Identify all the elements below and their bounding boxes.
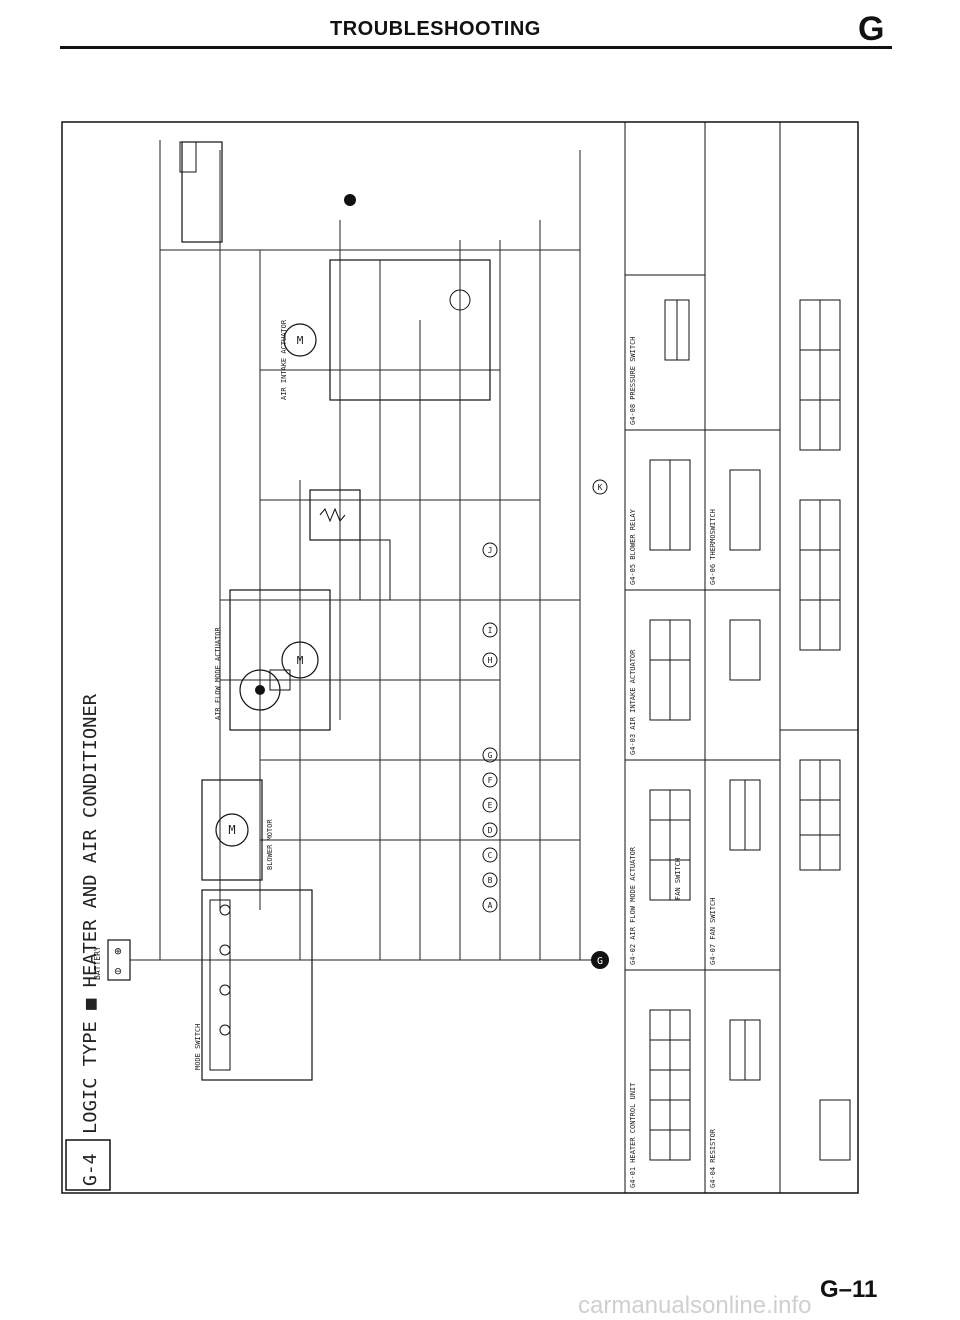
connector-labels: G4-01 HEATER CONTROL UNIT G4-02 AIR FLOW… xyxy=(629,336,717,1188)
page-number: G–11 xyxy=(820,1276,878,1303)
section-id: G-4 xyxy=(80,1153,101,1186)
diagram-title: LOGIC TYPE ■ HEATER AND AIR CONDITIONER xyxy=(80,694,101,1134)
blower-motor: M BLOWER MOTOR xyxy=(201,779,274,881)
connector-label: G4-01 HEATER CONTROL UNIT xyxy=(629,1082,637,1188)
ground-terminal xyxy=(592,479,608,495)
svg-text:I: I xyxy=(488,626,493,635)
connector-table xyxy=(624,122,858,1193)
page-title: TROUBLESHOOTING xyxy=(330,18,541,40)
connector-label: G4-07 FAN SWITCH xyxy=(709,898,717,965)
svg-text:B: B xyxy=(488,876,493,885)
fan-switch-label: FAN SWITCH xyxy=(674,858,682,900)
svg-text:C: C xyxy=(488,851,493,860)
svg-text:E: E xyxy=(488,801,493,810)
battery-plus-icon: ⊕ xyxy=(114,944,121,958)
air-intake-actuator: M AIR INTAKE ACTUATOR xyxy=(280,259,491,401)
connector-label: G4-04 RESISTOR xyxy=(709,1128,717,1188)
battery-minus-icon: ⊖ xyxy=(114,964,121,978)
wire-bundle xyxy=(130,140,600,961)
svg-text:H: H xyxy=(488,656,493,665)
terminal-letters: A B C D E F G H I J K xyxy=(488,483,603,910)
svg-text:M: M xyxy=(228,823,235,837)
svg-text:K: K xyxy=(598,483,603,492)
header-rule xyxy=(60,46,892,49)
svg-text:G: G xyxy=(597,956,603,967)
intake-actuator-label: AIR INTAKE ACTUATOR xyxy=(280,319,288,400)
connector-label: G4-02 AIR FLOW MODE ACTUATOR xyxy=(629,846,637,965)
section-letter: G xyxy=(858,10,885,48)
terminal-row xyxy=(482,542,498,913)
svg-text:M: M xyxy=(297,654,304,667)
svg-text:M: M xyxy=(297,334,304,347)
mode-switch: MODE SWITCH xyxy=(194,889,313,1081)
diagram-frame xyxy=(61,121,859,1194)
blower-motor-label: BLOWER MOTOR xyxy=(266,819,274,870)
connector-label: G4-05 BLOWER RELAY xyxy=(629,508,637,585)
connector-pin-grids xyxy=(649,299,851,1161)
mode-actuator-label: AIR FLOW MODE ACTUATOR xyxy=(214,626,222,720)
connector-label: G4-06 THERMOSWITCH xyxy=(709,509,717,585)
svg-text:D: D xyxy=(488,826,493,835)
pressure-switch xyxy=(179,141,356,243)
blower-resistor-relay xyxy=(269,489,391,691)
svg-text:G: G xyxy=(488,751,493,760)
mode-switch-label: MODE SWITCH xyxy=(194,1024,202,1070)
svg-text:F: F xyxy=(488,776,493,785)
svg-text:A: A xyxy=(488,901,493,910)
watermark: carmanualsonline.info xyxy=(578,1292,812,1319)
air-flow-mode-actuator: M AIR FLOW MODE ACTUATOR xyxy=(214,589,331,731)
svg-text:J: J xyxy=(488,546,493,555)
diagram-title-block: G-4 LOGIC TYPE ■ HEATER AND AIR CONDITIO… xyxy=(65,694,111,1191)
connector-label: G4-08 PRESSURE SWITCH xyxy=(629,336,637,425)
battery-label: BATTERY xyxy=(93,946,102,980)
ground-icon: G xyxy=(591,951,609,969)
connector-label: G4-03 AIR INTAKE ACTUATOR xyxy=(629,649,637,755)
section-id-box xyxy=(65,1139,111,1191)
wiring-diagram: G-4 LOGIC TYPE ■ HEATER AND AIR CONDITIO… xyxy=(61,121,859,1194)
